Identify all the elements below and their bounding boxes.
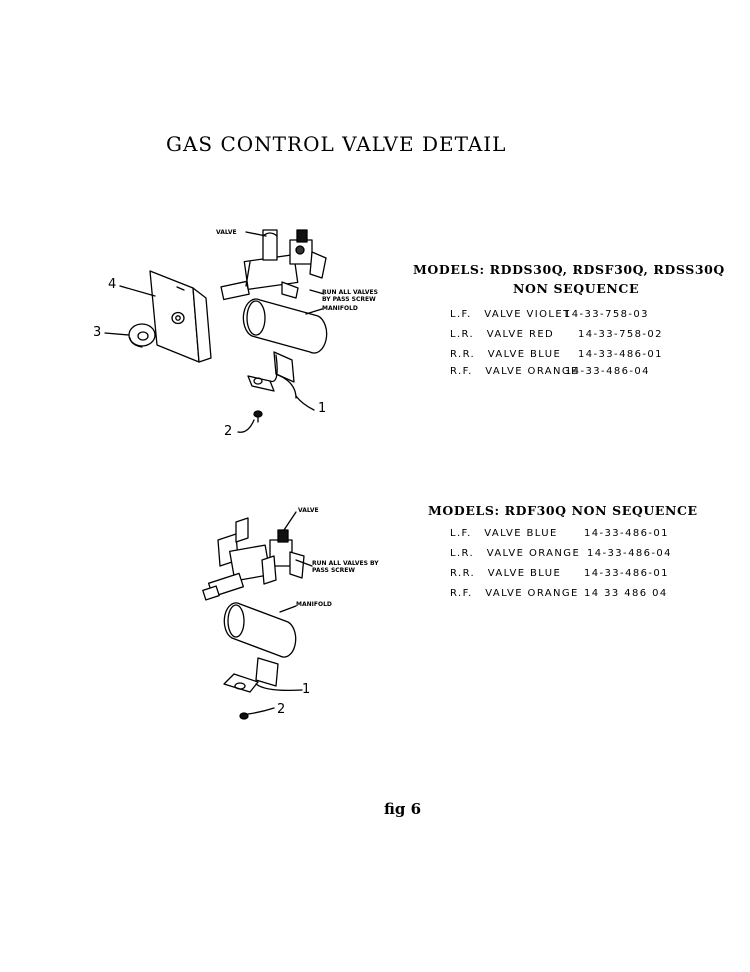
row-position: R.R. <box>450 568 476 579</box>
table-row: R.F. VALVE ORANGE 14 33 486 04 <box>450 588 710 608</box>
row-part-number: 14-33-758-02 <box>578 329 663 340</box>
models-heading-2: MODELS: RDF30Q NON SEQUENCE <box>428 503 698 518</box>
row-valve: VALVE ORANGE <box>485 366 579 377</box>
row-position: R.R. <box>450 349 476 360</box>
sequence-heading-1: NON SEQUENCE <box>513 281 640 296</box>
bypass-note-2: RUN ALL VALVES BY PASS SCREW <box>312 560 379 574</box>
row-position: R.F. <box>450 366 473 377</box>
table-row: L.F. VALVE VIOLET 14-33-758-03 <box>450 309 710 329</box>
callout-1-section2: 1 <box>302 682 311 697</box>
bracket-clip-1 <box>247 351 297 399</box>
row-position: L.F. <box>450 309 472 320</box>
table-row: L.F. VALVE BLUE 14-33-486-01 <box>450 528 710 548</box>
valve-body-1 <box>220 229 327 301</box>
table-row: R.R. VALVE BLUE 14-33-486-01 <box>450 349 710 366</box>
manifold-1 <box>242 298 328 354</box>
models-heading-1: MODELS: RDDS30Q, RDSF30Q, RDSS30Q <box>413 262 725 277</box>
row-valve: VALVE BLUE <box>487 568 562 579</box>
row-valve: VALVE VIOLET <box>484 309 571 320</box>
callout-4: 4 <box>108 277 117 292</box>
figure-label: fig 6 <box>384 800 422 818</box>
screw-1 <box>253 410 263 423</box>
valve-label-1: VALVE <box>216 229 237 236</box>
row-valve: VALVE BLUE <box>484 528 558 539</box>
valve-table-1: L.F. VALVE VIOLET 14-33-758-03 L.R. VALV… <box>450 309 710 383</box>
manifold-label-1: MANIFOLD <box>322 305 358 312</box>
row-position: L.R. <box>450 329 475 340</box>
row-part-number: 14-33-486-01 <box>584 568 669 579</box>
row-valve: VALVE BLUE <box>487 349 562 360</box>
bracket-clip-2 <box>223 657 303 693</box>
callout-1: 1 <box>318 401 327 416</box>
row-position: L.R. <box>450 548 475 559</box>
manifold-label-2: MANIFOLD <box>296 601 332 608</box>
row-part-number: 14 33 486 04 <box>584 588 668 599</box>
callout-2: 2 <box>224 424 233 439</box>
valve-table-2: L.F. VALVE BLUE 14-33-486-01 L.R. VALVE … <box>450 528 710 608</box>
row-position: R.F. <box>450 588 473 599</box>
table-row: L.R. VALVE ORANGE 14-33-486-04 <box>450 548 710 568</box>
row-part-number: 14-33-758-03 <box>564 309 649 320</box>
page-title: GAS CONTROL VALVE DETAIL <box>166 132 507 156</box>
valve-body-2 <box>202 517 305 601</box>
table-row: L.R. VALVE RED 14-33-758-02 <box>450 329 710 349</box>
row-valve: VALVE RED <box>486 329 555 340</box>
screw-2 <box>239 707 275 720</box>
row-part-number: 14-33-486-01 <box>584 528 669 539</box>
callout-2-section2: 2 <box>277 702 286 717</box>
callout-3: 3 <box>93 325 102 340</box>
row-position: L.F. <box>450 528 472 539</box>
table-row: R.F. VALVE ORANGE 14-33-486-04 <box>450 366 710 383</box>
bracket-plate-1 <box>149 270 212 363</box>
row-valve: VALVE ORANGE <box>486 548 581 559</box>
row-part-number: 14-33-486-04 <box>565 366 650 377</box>
row-part-number: 14-33-486-04 <box>587 548 672 559</box>
valve-label-2: VALVE <box>298 507 319 514</box>
table-row: R.R. VALVE BLUE 14-33-486-01 <box>450 568 710 588</box>
knob-washer-1 <box>128 323 156 348</box>
row-part-number: 14-33-486-01 <box>578 349 663 360</box>
row-valve: VALVE ORANGE <box>485 588 579 599</box>
manifold-2 <box>223 602 297 658</box>
bypass-note-1: RUN ALL VALVES BY PASS SCREW <box>322 289 378 303</box>
